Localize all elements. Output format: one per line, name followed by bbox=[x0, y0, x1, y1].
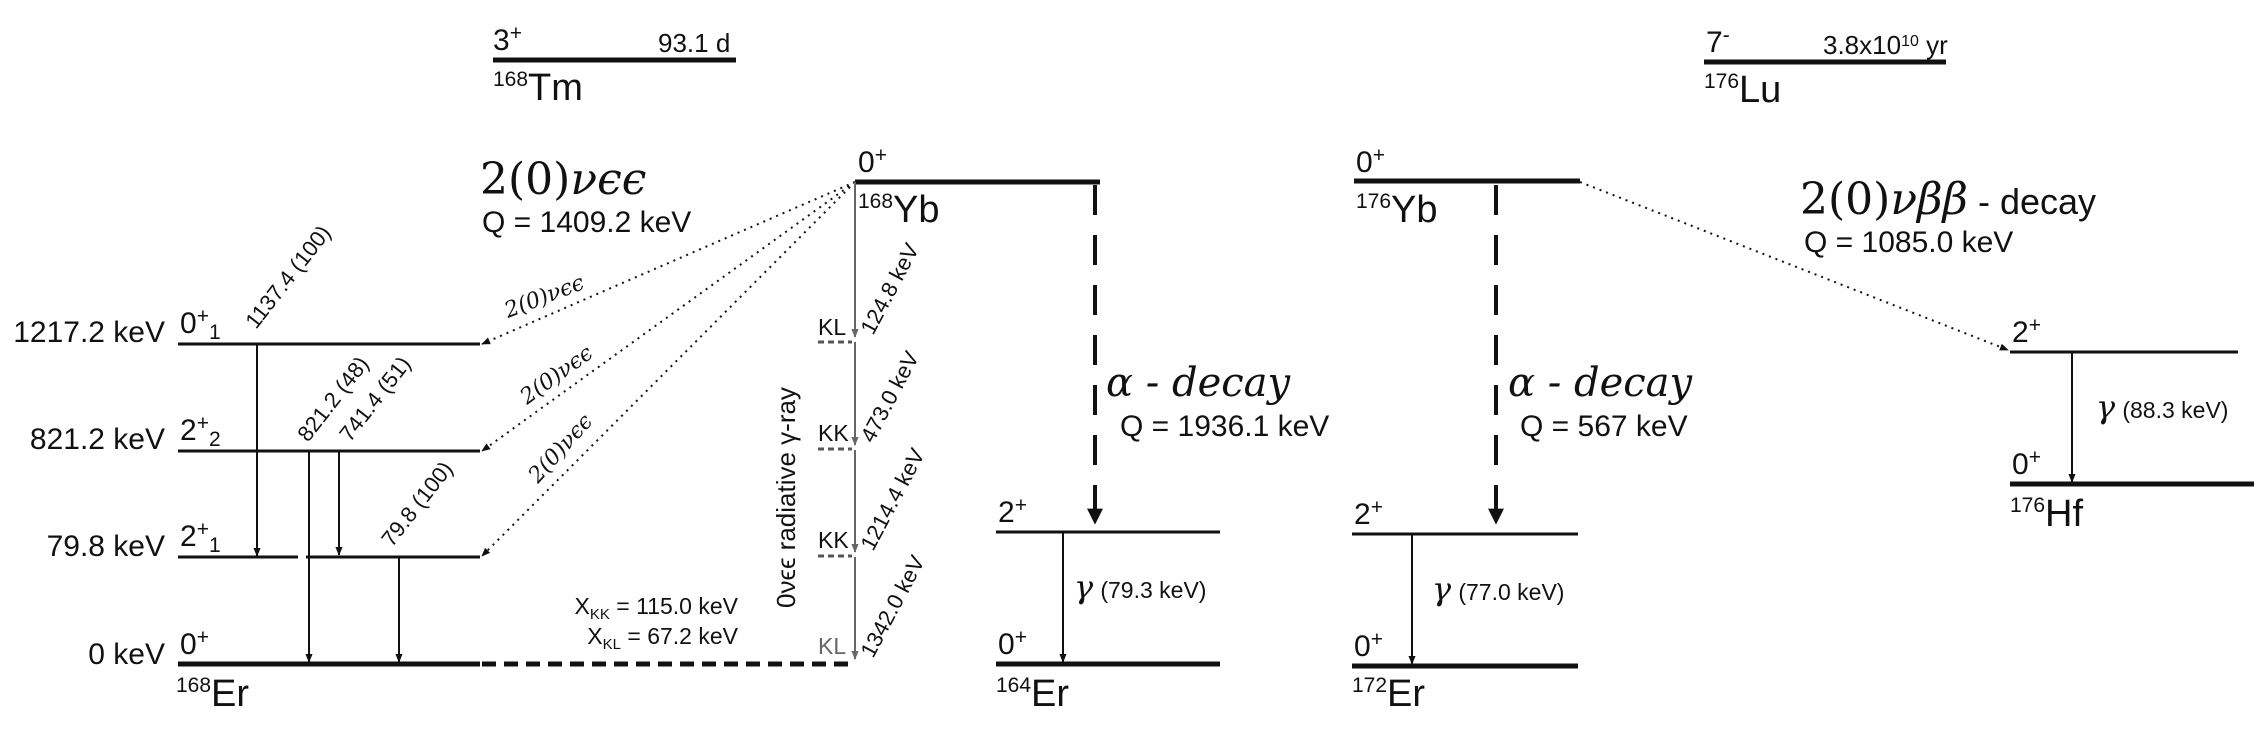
radiative-chain: KL KK KK KL 124.8 keV 473.0 keV 1214.4 k… bbox=[482, 182, 930, 667]
radiative-energy: 1214.4 keV bbox=[855, 444, 929, 554]
svg-text:176Yb: 176Yb bbox=[1356, 189, 1438, 231]
x-kk-label: XKK = 115.0 keV bbox=[575, 593, 739, 623]
svg-text:2+1: 2+1 bbox=[180, 518, 221, 557]
hf176-levels: 2+ 0+ γ (88.3 keV) 176Hf bbox=[2010, 314, 2254, 535]
level-energy: 79.8 keV bbox=[47, 530, 165, 563]
alpha-decay-yb176: α - decay Q = 567 keV bbox=[1488, 185, 1693, 525]
ecec-branch-label: 2(0)νϵϵ bbox=[500, 270, 588, 324]
shell-label: KL bbox=[818, 633, 846, 659]
svg-text:2+: 2+ bbox=[2012, 314, 2041, 349]
yb168-level: 0+ 168Yb bbox=[855, 144, 1100, 231]
er172-levels: 2+ 0+ γ (77.0 keV) 172Er bbox=[1352, 496, 1578, 715]
gamma-label: 79.8 (100) bbox=[376, 457, 457, 551]
svg-text:0+: 0+ bbox=[180, 626, 209, 661]
ecec-branch-label: 2(0)νϵϵ bbox=[515, 341, 598, 411]
yb176-level: 0+ 176Yb bbox=[1354, 144, 1580, 231]
er164-levels: 2+ 0+ γ (79.3 keV) 164Er bbox=[996, 494, 1220, 715]
tm168-level: 3+ 93.1 d 168Tm bbox=[493, 22, 736, 109]
svg-text:0+: 0+ bbox=[1356, 144, 1385, 179]
alpha-q-value: Q = 1936.1 keV bbox=[1120, 410, 1329, 443]
radiative-energy: 124.8 keV bbox=[855, 239, 924, 339]
svg-text:2(0)νϵϵ: 2(0)νϵϵ bbox=[480, 154, 646, 205]
radiative-energy: 473.0 keV bbox=[855, 347, 924, 447]
svg-text:γ (88.3 keV): γ (88.3 keV) bbox=[2096, 388, 2228, 426]
shell-label: KK bbox=[818, 420, 849, 446]
level-energy: 821.2 keV bbox=[30, 423, 165, 456]
svg-text:2(0)νββ - decay: 2(0)νββ - decay bbox=[1800, 174, 2096, 225]
x-kl-label: XKL = 67.2 keV bbox=[587, 623, 738, 653]
svg-text:2+: 2+ bbox=[998, 494, 1027, 529]
lu176-halflife: 3.8x1010 yr bbox=[1823, 30, 1948, 60]
level-energy: 1217.2 keV bbox=[13, 316, 165, 349]
ecec-title: 2(0)νϵϵ Q = 1409.2 keV bbox=[480, 154, 691, 239]
bb-q-value: Q = 1085.0 keV bbox=[1804, 226, 2013, 259]
alpha-decay-yb168: α - decay Q = 1936.1 keV bbox=[1087, 185, 1329, 525]
svg-text:0+: 0+ bbox=[2012, 446, 2041, 481]
svg-text:7-: 7- bbox=[1706, 24, 1730, 59]
hf176-label: 176Hf bbox=[2010, 493, 2083, 535]
double-beta-decay: 2(0)νββ - decay Q = 1085.0 keV bbox=[1579, 174, 2096, 351]
svg-text:0+: 0+ bbox=[858, 144, 887, 179]
svg-text:0+: 0+ bbox=[998, 626, 1027, 661]
svg-text:168Tm: 168Tm bbox=[493, 67, 583, 109]
alpha-q-value: Q = 567 keV bbox=[1520, 410, 1688, 443]
lu176-level: 7- 3.8x1010 yr 176Lu bbox=[1704, 24, 1948, 111]
svg-text:168Yb: 168Yb bbox=[858, 189, 940, 231]
svg-text:0+: 0+ bbox=[1354, 628, 1383, 663]
radiative-energy: 1342.0 keV bbox=[855, 551, 929, 661]
er168-gammas: 1137.4 (100) 821.2 (48) 741.4 (51) 79.8 … bbox=[240, 221, 458, 663]
svg-text:2+2: 2+2 bbox=[180, 412, 221, 451]
er168-levels: 1217.2 keV 821.2 keV 79.8 keV 0 keV 0+1 … bbox=[13, 305, 480, 715]
ecec-q-value: Q = 1409.2 keV bbox=[482, 206, 691, 239]
shell-label: KL bbox=[818, 314, 846, 340]
svg-text:γ (77.0 keV): γ (77.0 keV) bbox=[1432, 570, 1564, 608]
ecec-branch-label: 2(0)νϵϵ bbox=[523, 409, 598, 488]
er172-label: 172Er bbox=[1352, 673, 1425, 715]
svg-text:176Lu: 176Lu bbox=[1704, 69, 1781, 111]
svg-text:γ (79.3 keV): γ (79.3 keV) bbox=[1074, 568, 1206, 606]
shell-label: KK bbox=[818, 527, 849, 553]
level-energy: 0 keV bbox=[88, 638, 165, 671]
er168-label: 168Er bbox=[176, 673, 249, 715]
svg-text:0+1: 0+1 bbox=[180, 305, 221, 344]
svg-text:2+: 2+ bbox=[1354, 496, 1383, 531]
svg-text:α - decay: α - decay bbox=[1508, 360, 1693, 406]
radiative-axis-label: 0νϵϵ radiative γ-ray bbox=[771, 387, 801, 608]
gamma-label: 1137.4 (100) bbox=[240, 221, 336, 333]
tm168-halflife: 93.1 d bbox=[658, 28, 730, 58]
svg-text:3+: 3+ bbox=[493, 22, 522, 57]
er164-label: 164Er bbox=[996, 673, 1069, 715]
svg-text:α - decay: α - decay bbox=[1106, 360, 1291, 406]
